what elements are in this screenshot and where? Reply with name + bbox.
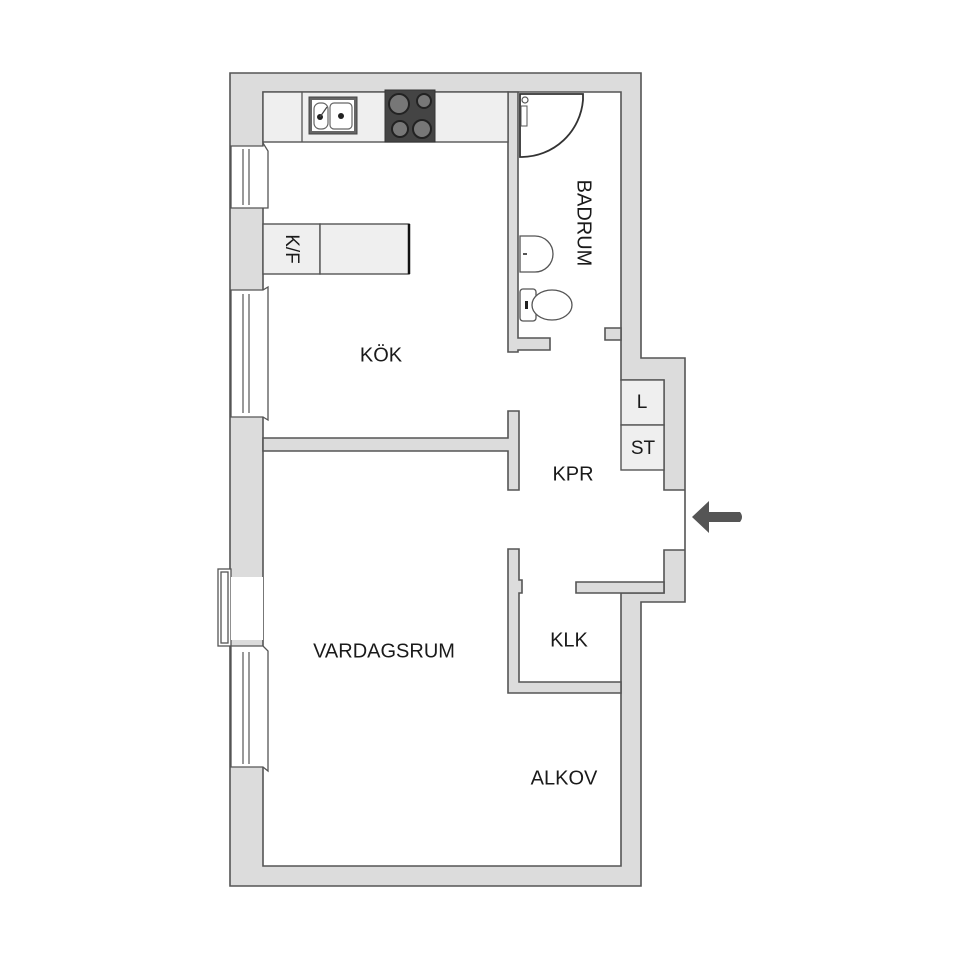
fridge-freezer	[262, 223, 321, 275]
room-label-kok: KÖK	[359, 344, 403, 367]
kitchen-island	[319, 223, 410, 275]
stove-icon	[384, 89, 436, 143]
exterior-walls	[229, 72, 686, 887]
window-kitchen-top	[230, 140, 269, 209]
room-label-vardagsrum: VARDAGSRUM	[313, 640, 455, 663]
toilet-icon	[519, 288, 573, 322]
window-living	[230, 645, 269, 773]
room-label-klk: KLK	[550, 629, 588, 652]
kitchen-living-wall	[262, 410, 520, 491]
balcony-door	[217, 568, 263, 647]
window-kitchen-bottom	[230, 285, 269, 422]
bathroom-wall-stub	[604, 327, 622, 341]
room-label-badrum: BADRUM	[572, 179, 595, 267]
room-label-alkov: ALKOV	[530, 767, 598, 790]
room-label-kpr: KPR	[552, 463, 594, 486]
closet-st-label: ST	[630, 438, 656, 459]
closet-l	[620, 379, 665, 426]
arrow-left-icon	[692, 501, 742, 533]
shower-icon	[519, 93, 584, 158]
closet-klk-walls	[507, 548, 622, 694]
closet-klk-top-wall	[575, 581, 665, 594]
washbasin-icon	[519, 235, 554, 273]
fridge-freezer-label: K/F	[281, 234, 302, 264]
closet-l-label: L	[636, 392, 648, 413]
bathroom-wall-left	[507, 91, 551, 353]
sink-icon	[308, 96, 358, 135]
closet-st	[620, 424, 665, 471]
